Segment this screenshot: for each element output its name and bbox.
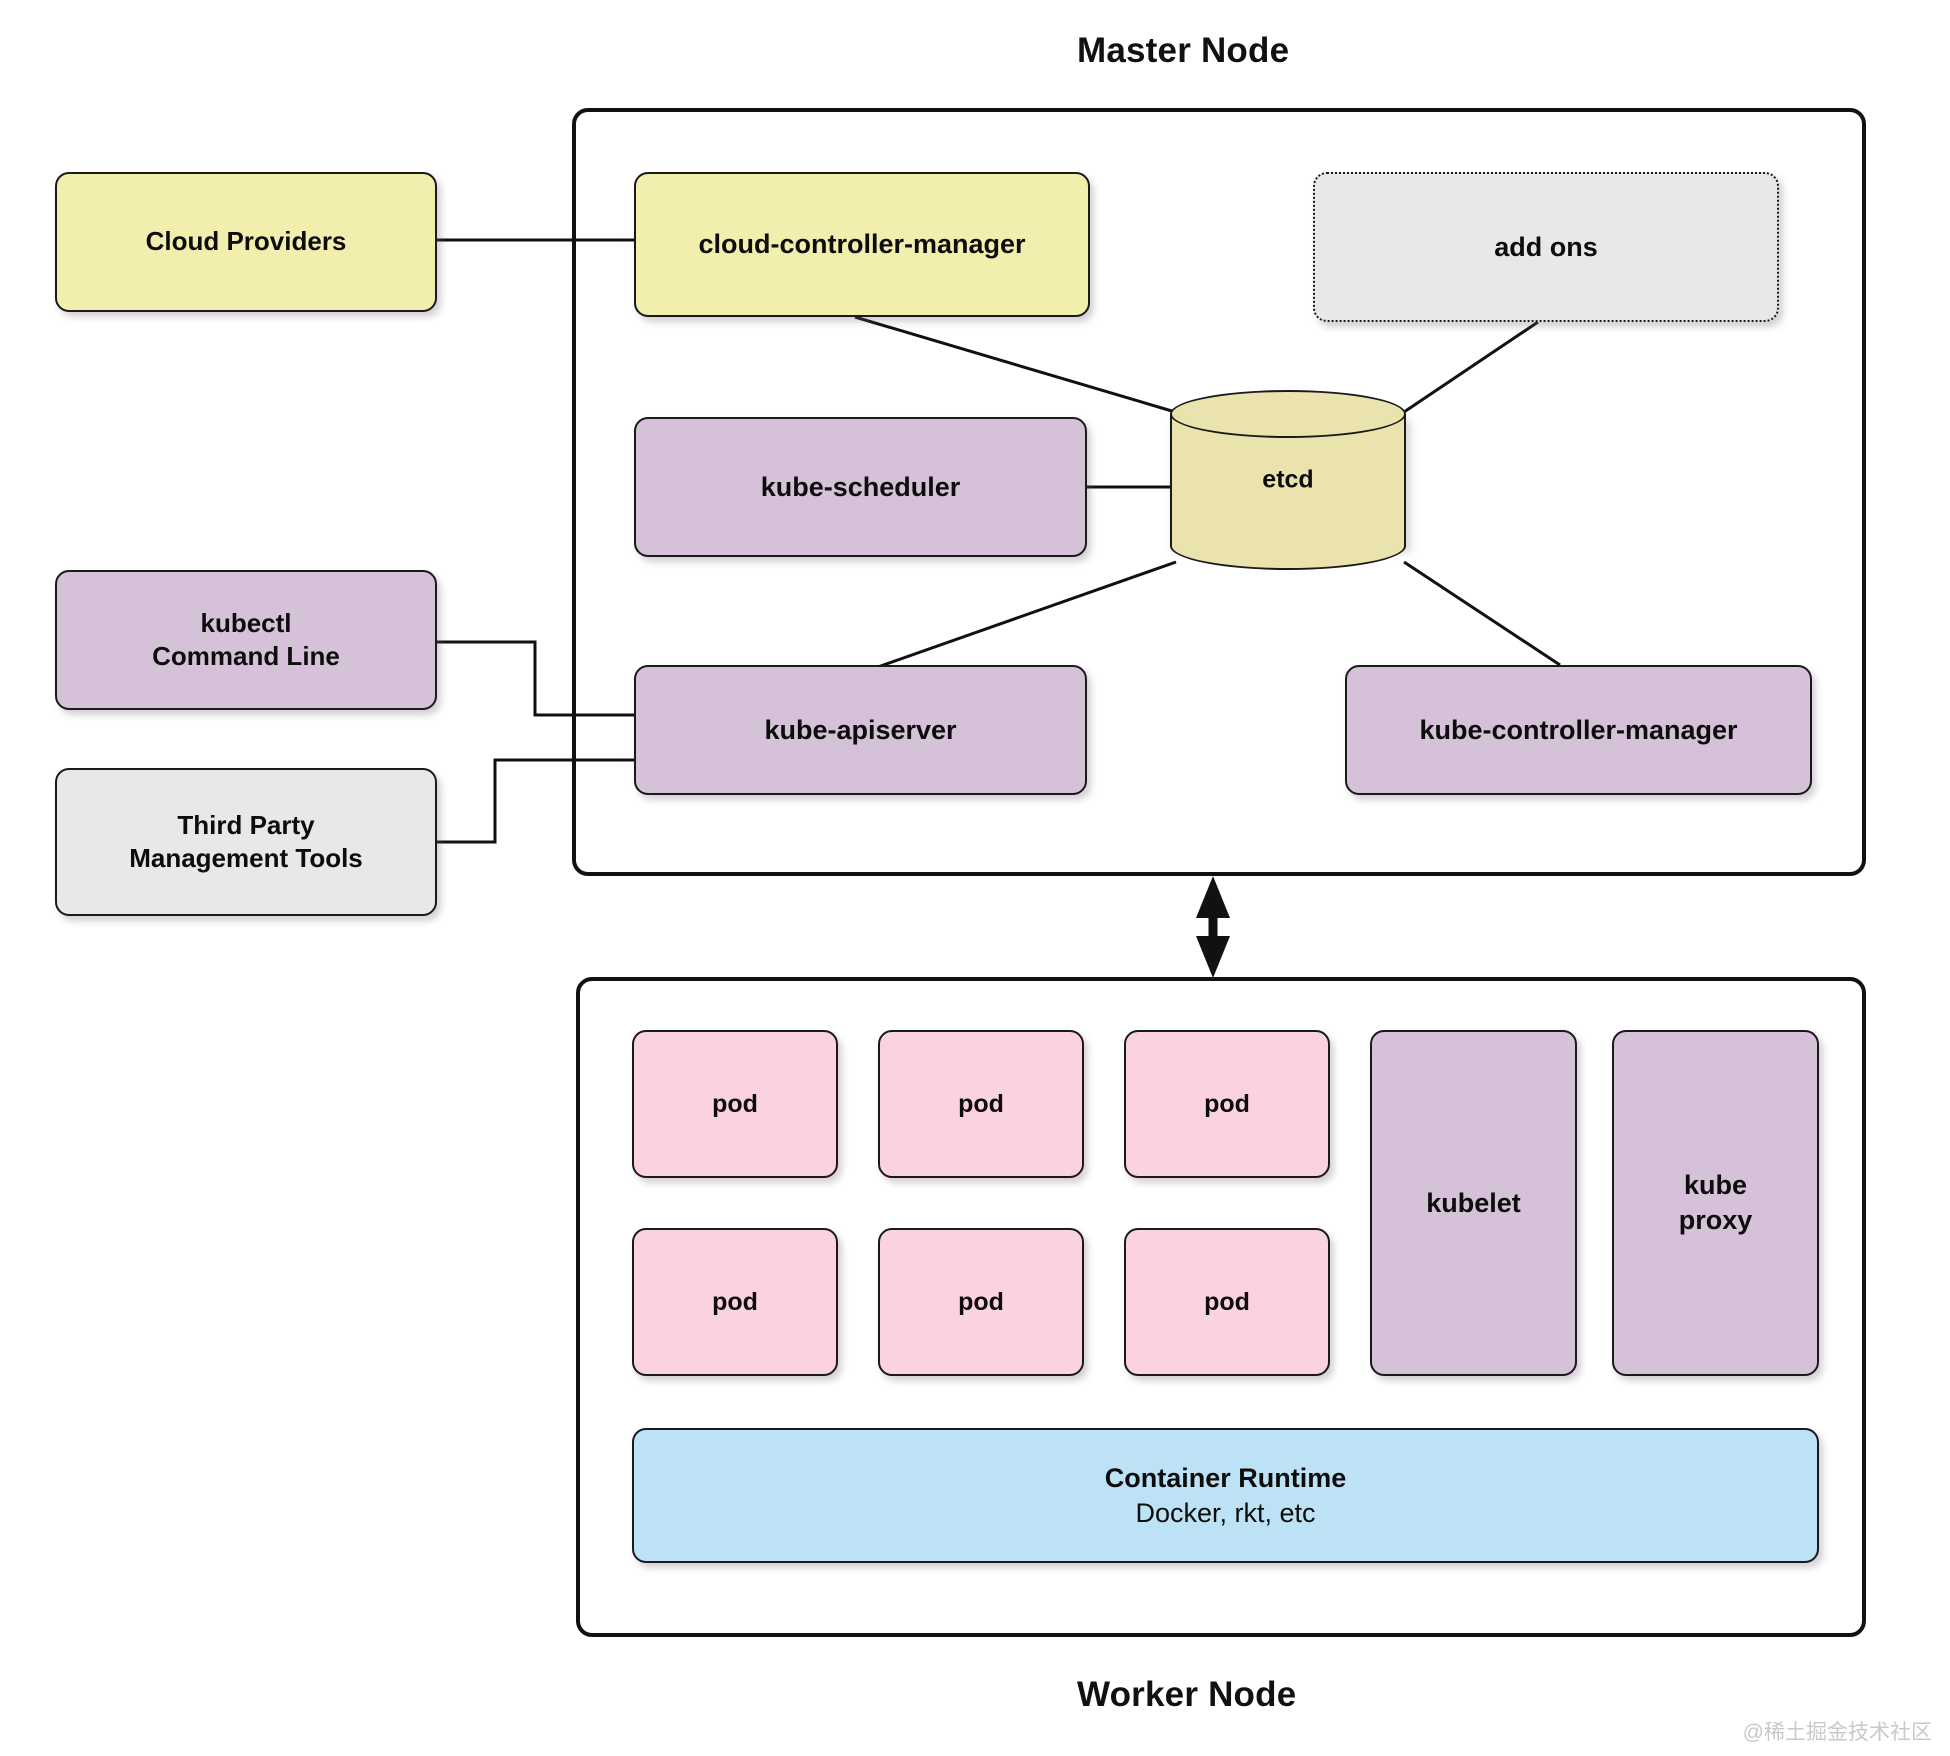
kube-apiserver-box[interactable]: kube-apiserver [634,665,1087,795]
pod-label: pod [958,1090,1004,1118]
third-party-label-line2: Management Tools [129,843,363,873]
pod-box[interactable]: pod [632,1030,838,1178]
pod-box[interactable]: pod [632,1228,838,1376]
master-node-frame [572,108,1866,876]
worker-node-title: Worker Node [1077,1675,1297,1714]
kube-scheduler-box[interactable]: kube-scheduler [634,417,1087,557]
cloud-providers-label: Cloud Providers [145,226,347,257]
pod-label: pod [1204,1288,1250,1316]
add-ons-box[interactable]: add ons [1313,172,1779,322]
third-party-label-line1: Third Party [177,809,315,840]
etcd-label: etcd [1262,465,1314,494]
container-runtime-title: Container Runtime [1104,1462,1347,1493]
kube-controller-manager-box[interactable]: kube-controller-manager [1345,665,1812,795]
pod-box[interactable]: pod [1124,1030,1330,1178]
add-ons-label: add ons [1494,231,1598,262]
kubelet-label: kubelet [1426,1187,1521,1218]
kube-controller-manager-label: kube-controller-manager [1419,714,1738,745]
cloud-controller-manager-label: cloud-controller-manager [698,229,1026,260]
container-runtime-subtitle: Docker, rkt, etc [1135,1497,1316,1528]
arrow-head-down [1196,936,1230,978]
pod-box[interactable]: pod [878,1228,1084,1376]
pod-label: pod [1204,1090,1250,1118]
pod-label: pod [712,1090,758,1118]
cloud-controller-manager-box[interactable]: cloud-controller-manager [634,172,1090,317]
kubectl-label-line1: kubectl [200,607,292,638]
master-node-title: Master Node [1077,31,1290,70]
arrow-head-up [1196,876,1230,918]
worker-node-frame [576,977,1866,1637]
pod-box[interactable]: pod [1124,1228,1330,1376]
watermark: @稀土掘金技术社区 [1742,1721,1932,1744]
etcd-cylinder[interactable]: etcd [1170,390,1406,570]
third-party-management-tools-box[interactable]: Third Party Management Tools [55,768,437,916]
kubelet-box[interactable]: kubelet [1370,1030,1577,1376]
kube-apiserver-label: kube-apiserver [764,714,957,745]
kubectl-command-line-box[interactable]: kubectl Command Line [55,570,437,710]
container-runtime-box[interactable]: Container Runtime Docker, rkt, etc [632,1428,1819,1563]
cloud-providers-box[interactable]: Cloud Providers [55,172,437,312]
pod-label: pod [958,1288,1004,1316]
kube-proxy-label-line2: proxy [1678,1205,1753,1235]
kube-proxy-box[interactable]: kube proxy [1612,1030,1819,1376]
kube-scheduler-label: kube-scheduler [760,471,961,502]
pod-label: pod [712,1288,758,1316]
etcd-cylinder-top [1170,390,1406,438]
kubectl-label-line2: Command Line [152,641,340,671]
kube-proxy-label-line1: kube [1683,1170,1748,1201]
pod-box[interactable]: pod [878,1030,1084,1178]
